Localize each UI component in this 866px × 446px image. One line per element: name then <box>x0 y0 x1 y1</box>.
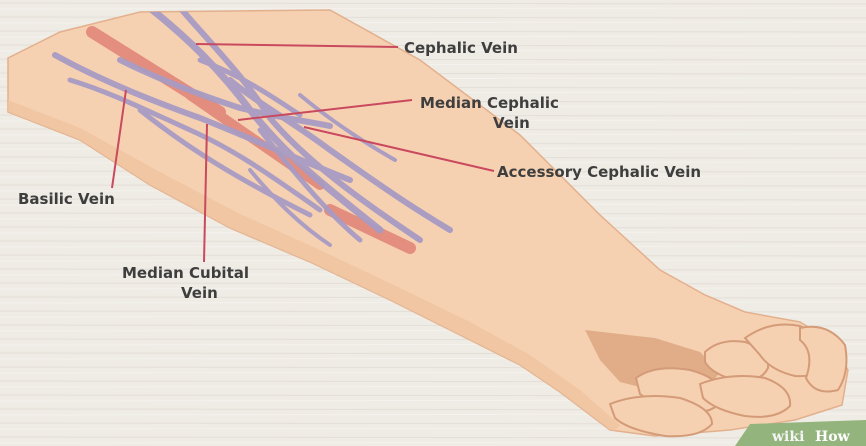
label-median-cephalic-line2: Vein <box>493 114 530 132</box>
label-basilic-vein: Basilic Vein <box>18 190 115 208</box>
watermark-how: How <box>815 429 851 445</box>
label-median-cubital-line1: Median Cubital <box>122 264 249 282</box>
label-median-cubital-line2: Vein <box>181 284 218 302</box>
wikihow-watermark: wiki How <box>735 420 866 446</box>
watermark-wiki: wiki <box>771 429 804 445</box>
label-cephalic-vein: Cephalic Vein <box>404 39 518 57</box>
label-median-cephalic-line1: Median Cephalic <box>420 94 559 112</box>
label-accessory-cephalic-vein: Accessory Cephalic Vein <box>497 163 701 181</box>
